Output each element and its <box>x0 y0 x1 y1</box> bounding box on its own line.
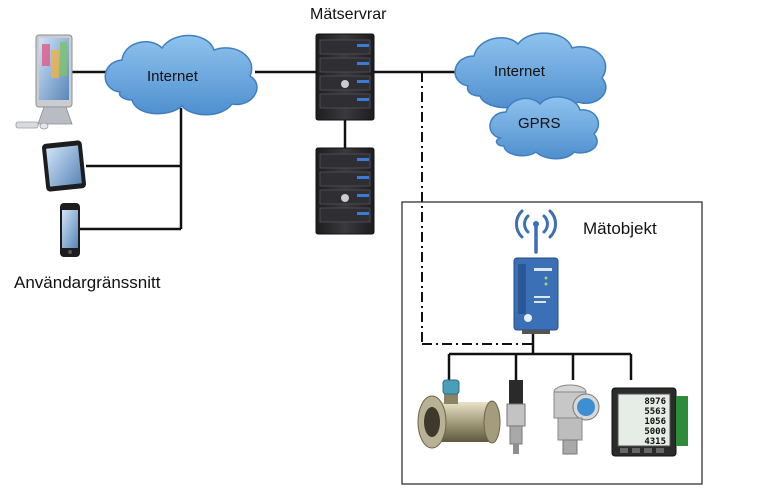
server-icon-top[interactable] <box>315 33 375 121</box>
tablet-icon[interactable] <box>41 140 87 192</box>
smartphone-icon[interactable] <box>60 203 80 257</box>
internet-cloud-right[interactable] <box>454 32 607 111</box>
pressure-transmitter-icon[interactable] <box>506 380 526 454</box>
servers-label: Mätservrar <box>310 6 387 23</box>
gprs-modem-icon[interactable] <box>513 257 559 334</box>
internet-cloud-left[interactable] <box>104 34 258 116</box>
server-icon-bottom[interactable] <box>315 147 375 235</box>
gprs-cloud[interactable] <box>489 96 600 160</box>
measurement-object-frame <box>401 201 703 485</box>
meter-reading-3: 1056 <box>644 417 666 427</box>
turbine-flow-meter-icon[interactable] <box>417 379 501 449</box>
pressure-gauge-icon[interactable] <box>553 384 600 455</box>
meter-display: 8976 5563 1056 5000 4315 <box>644 397 666 447</box>
user-interface-label: Användargränssnitt <box>14 273 161 292</box>
measurement-object-label: Mätobjekt <box>583 219 657 238</box>
network-lines <box>72 70 633 380</box>
meter-reading-1: 8976 <box>644 397 666 407</box>
desktop-computer-icon[interactable] <box>15 34 73 130</box>
internet-right-label: Internet <box>494 63 545 80</box>
meter-reading-4: 5000 <box>644 427 666 437</box>
internet-left-label: Internet <box>147 68 198 85</box>
gprs-dashdot-link <box>421 72 533 345</box>
meter-reading-2: 5563 <box>644 407 666 417</box>
power-meter-icon[interactable]: 8976 5563 1056 5000 4315 <box>611 387 688 457</box>
meter-reading-5: 4315 <box>644 437 666 447</box>
gprs-label: GPRS <box>518 115 561 132</box>
wireless-signal-icon <box>515 209 557 254</box>
